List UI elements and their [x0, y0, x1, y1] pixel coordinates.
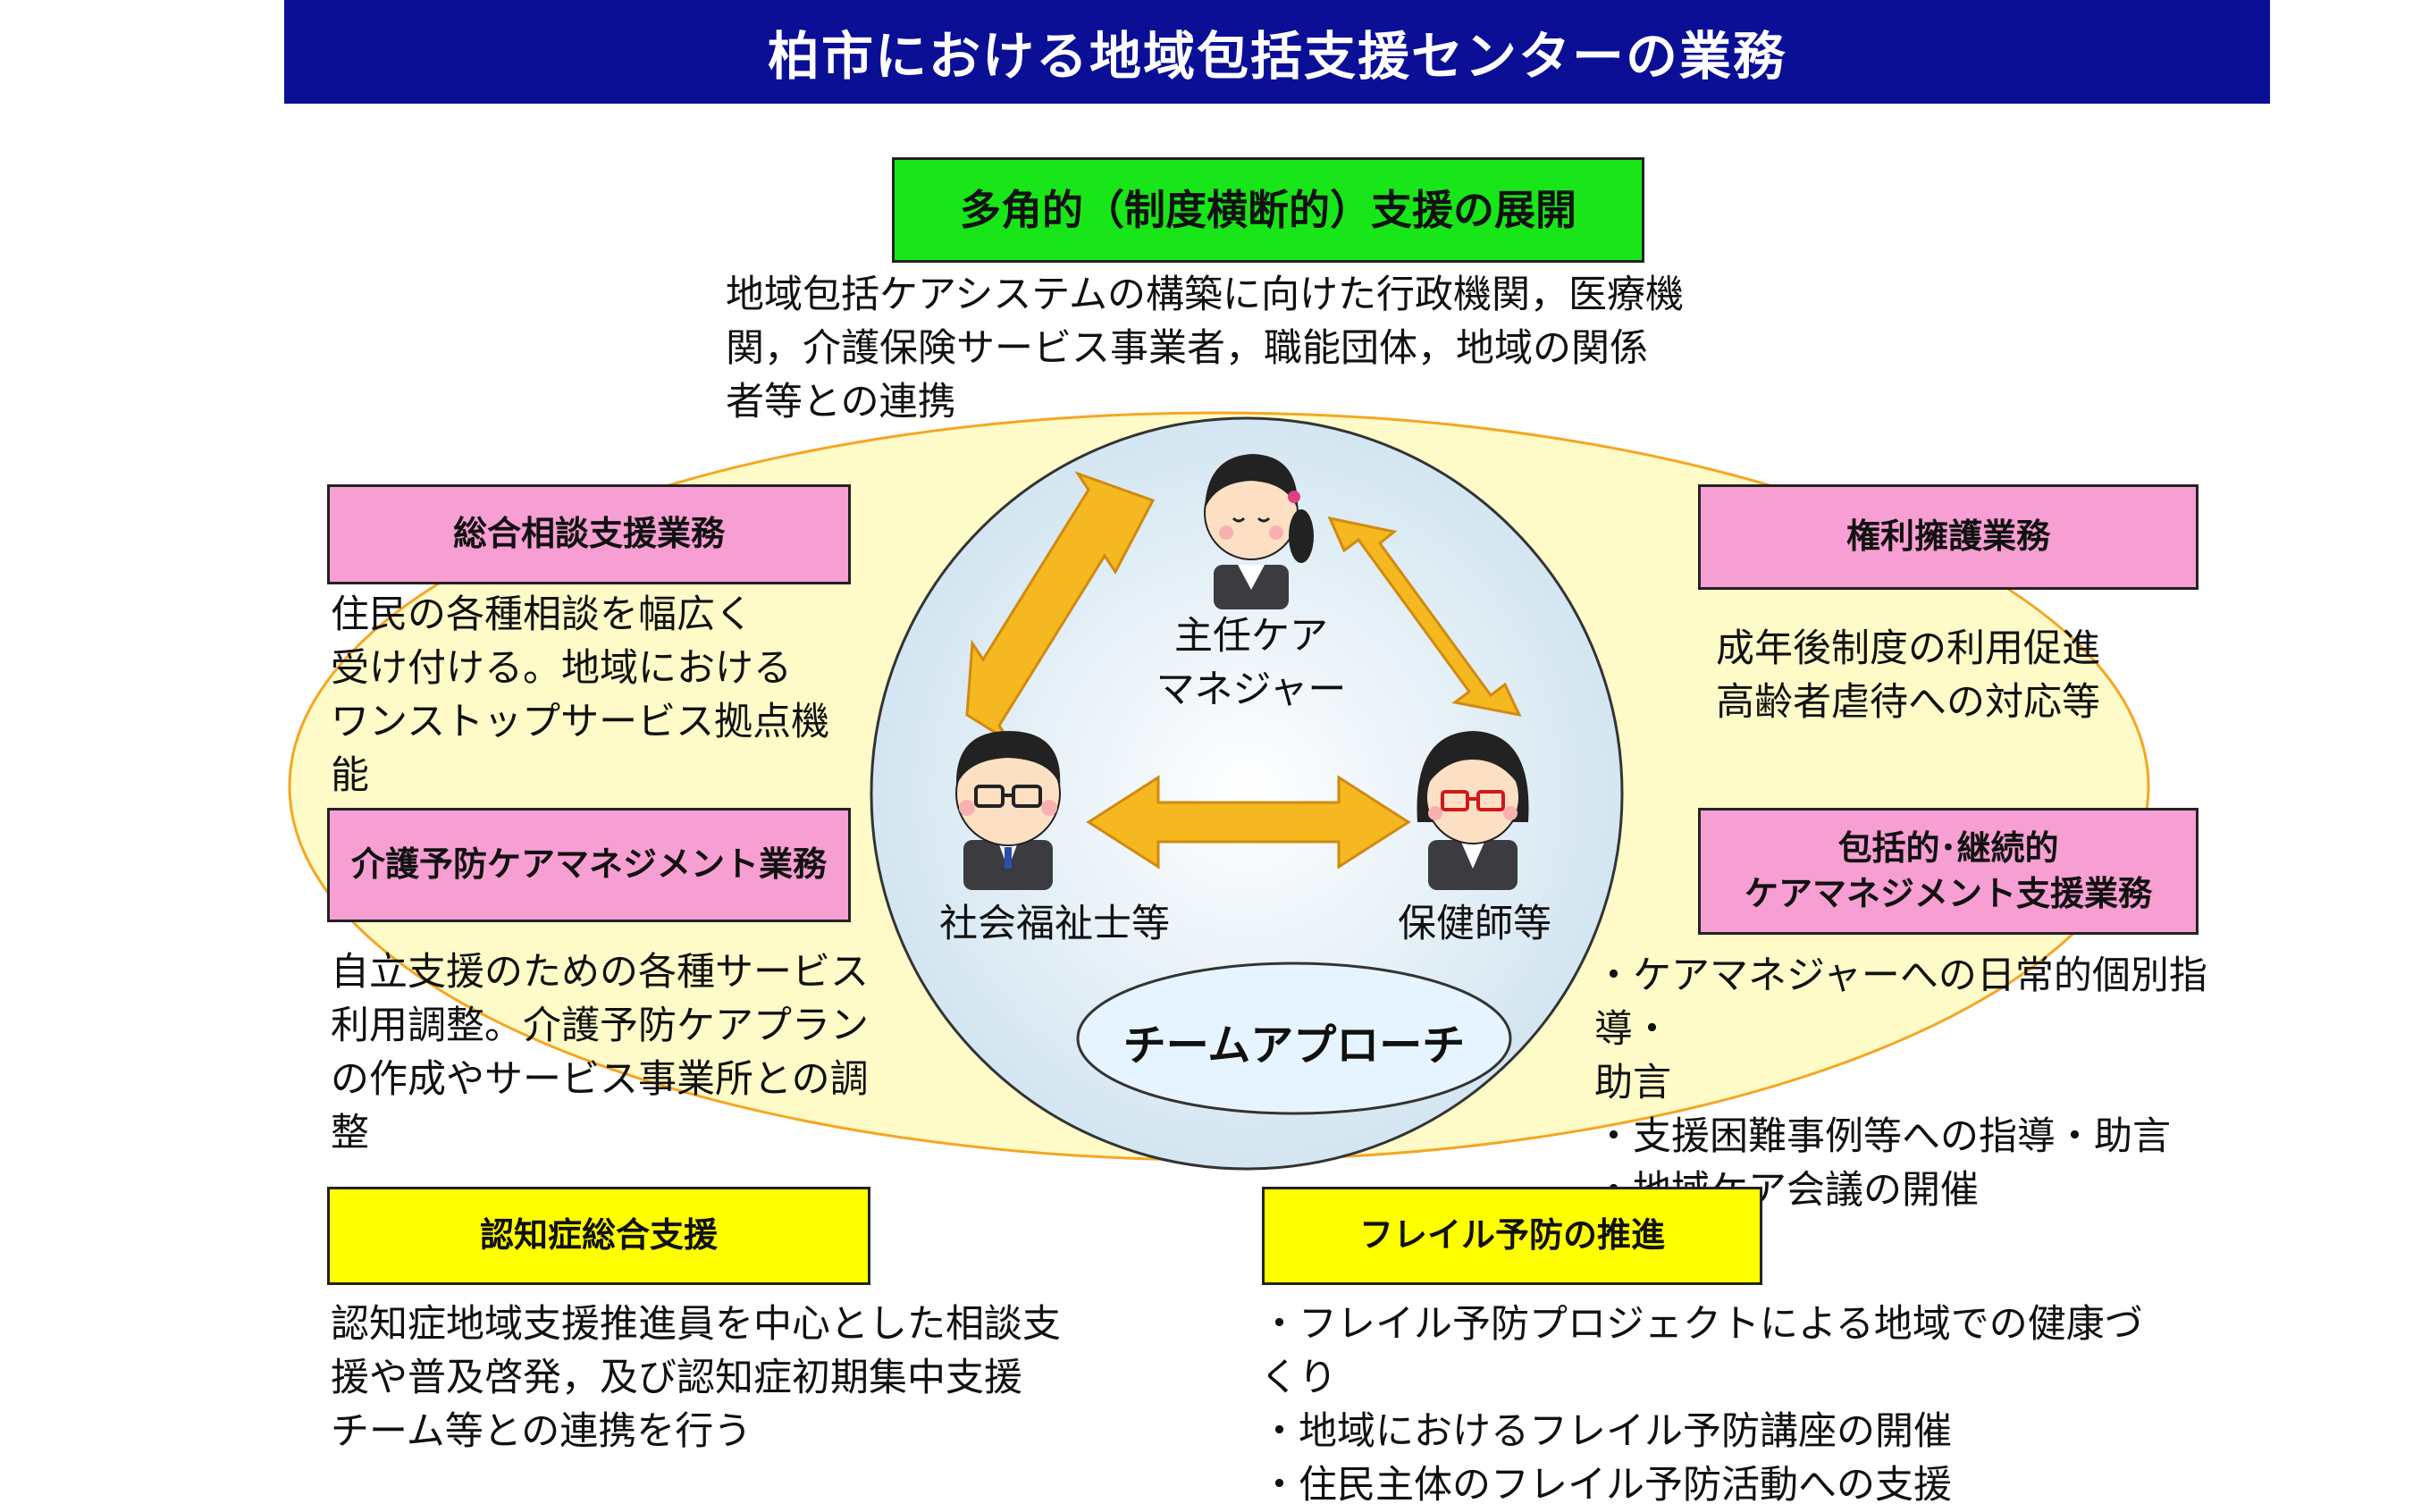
- care-manager-person-icon: [1204, 454, 1314, 609]
- multi-angle-body: 地域包括ケアシステムの構築に向けた行政機関，医療機 関，介護保険サービス事業者，…: [726, 273, 1684, 424]
- team-approach-label: チームアプローチ: [1122, 1021, 1466, 1071]
- prevention-body: 自立支援のための各種サービス 利用調整。介護予防ケアプラン の作成やサービス事業…: [331, 950, 869, 1155]
- nurse-label: 保健師等: [1398, 902, 1551, 946]
- rights-heading: 権利擁護業務: [1698, 484, 2199, 590]
- continuous-body: ・ケアマネジャーへの日常的個別指導・ 助言 ・支援困難事例等への指導・助言 ・地…: [1594, 953, 2207, 1213]
- dementia-heading: 認知症総合支援: [327, 1187, 870, 1285]
- dementia-body: 認知症地域支援推進員を中心とした相談支 援や普及啓発，及び認知症初期集中支援 チ…: [331, 1302, 1061, 1454]
- rights-body: 成年後制度の利用促進 高齢者虐待への対応等: [1716, 626, 2100, 725]
- arrow-care-manager-nurse: [1327, 516, 1522, 718]
- arrow-social-worker-nurse: [1086, 775, 1411, 869]
- frail-heading: フレイル予防の推進: [1262, 1187, 1762, 1285]
- page-title: 柏市における地域包括支援センターの業務: [284, 0, 2270, 104]
- frail-body: ・フレイル予防プロジェクトによる地域での健康づくり ・地域におけるフレイル予防講…: [1260, 1302, 2143, 1508]
- nurse-person-icon: [1417, 731, 1529, 890]
- diagram-background: [288, 411, 2150, 1171]
- consult-heading: 総合相談支援業務: [327, 484, 851, 584]
- social-worker-label: 社会福祉士等: [939, 902, 1170, 946]
- team-approach-ellipse: [1076, 962, 1512, 1115]
- arrow-care-manager-social-worker: [965, 471, 1156, 743]
- social-worker-person-icon: [955, 731, 1061, 890]
- continuous-heading: 包括的･継続的 ケアマネジメント支援業務: [1698, 808, 2199, 935]
- care-manager-label: 主任ケア マネジャー: [1156, 614, 1347, 712]
- multi-angle-heading: 多角的（制度横断的）支援の展開: [892, 157, 1644, 263]
- prevention-heading: 介護予防ケアマネジメント業務: [327, 808, 851, 922]
- consult-body: 住民の各種相談を幅広く 受け付ける。地域における ワンストップサービス拠点機 能: [331, 592, 830, 798]
